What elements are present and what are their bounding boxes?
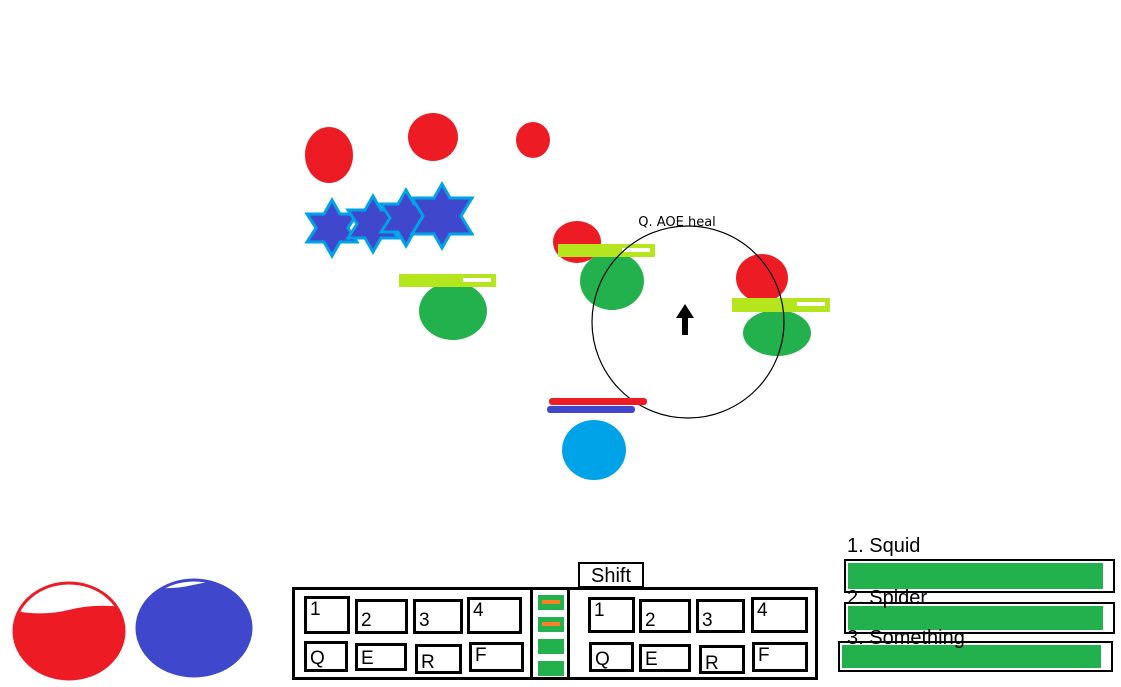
ally-health-bar xyxy=(399,274,496,287)
shift-skill-slot-4[interactable]: 4 xyxy=(751,597,808,633)
mana-orb[interactable] xyxy=(132,578,256,681)
consumable-slot[interactable] xyxy=(537,638,565,655)
consumable-marker xyxy=(542,622,560,626)
shift-skill-slot-q[interactable]: Q xyxy=(589,642,634,672)
skill-tooltip: Q. AOE heal xyxy=(638,215,716,230)
shift-skill-slot-1[interactable]: 1 xyxy=(588,597,635,633)
enemy-unit[interactable] xyxy=(516,122,550,158)
consumable-slot[interactable] xyxy=(537,660,565,677)
cursor-arrow-icon xyxy=(676,304,694,335)
ally-health-bar xyxy=(558,244,655,257)
party-member-health-bar[interactable] xyxy=(844,559,1115,593)
ally-unit[interactable] xyxy=(580,252,644,310)
party-frames: 1. Squid 2. Spider 3. Something xyxy=(836,534,1118,684)
player-mana-bar xyxy=(547,406,635,413)
player-health-bar xyxy=(549,398,647,405)
ally-unit[interactable] xyxy=(419,282,487,340)
shift-skill-slot-f[interactable]: F xyxy=(752,642,808,672)
enemy-unit[interactable] xyxy=(305,127,353,183)
party-member-health-bar[interactable] xyxy=(844,602,1115,634)
player-unit[interactable] xyxy=(562,420,626,480)
resource-orbs xyxy=(10,578,256,684)
consumable-column xyxy=(530,587,570,680)
skill-slot-e[interactable]: E xyxy=(355,643,407,671)
enemy-unit[interactable] xyxy=(408,113,458,161)
ally-health-bar-gap xyxy=(797,302,825,306)
shift-skill-slot-r[interactable]: R xyxy=(699,645,745,674)
modifier-key-label: Shift xyxy=(590,565,632,587)
party-member-name: 1. Squid xyxy=(847,535,921,557)
skill-slot-3[interactable]: 3 xyxy=(413,599,463,634)
skill-slot-1[interactable]: 1 xyxy=(304,596,350,634)
ally-health-bar xyxy=(732,298,830,312)
star-icon xyxy=(304,196,360,260)
skill-slot-2[interactable]: 2 xyxy=(355,599,408,634)
enemy-unit[interactable] xyxy=(736,254,788,302)
party-member-name: 2. Spider xyxy=(847,587,928,609)
action-bar: 1 2 3 4 Q E R F 1 2 3 4 Q E R F xyxy=(292,587,818,680)
game-world: Q. AOE heal xyxy=(304,113,830,480)
ally-health-bar-gap xyxy=(463,278,491,282)
skill-slot-r[interactable]: R xyxy=(415,644,462,674)
ally-health-bar-gap xyxy=(622,248,650,252)
party-member-name: 3. Something xyxy=(847,627,965,649)
shift-skill-slot-2[interactable]: 2 xyxy=(639,599,691,633)
skill-slot-q[interactable]: Q xyxy=(304,641,348,672)
health-orb[interactable] xyxy=(10,581,129,684)
skill-slot-4[interactable]: 4 xyxy=(467,597,522,634)
consumable-slot[interactable] xyxy=(537,616,565,633)
party-member-health-bar[interactable] xyxy=(838,641,1113,672)
aoe-target-circle[interactable] xyxy=(591,225,785,419)
shift-skill-slot-3[interactable]: 3 xyxy=(696,599,745,633)
consumable-slot[interactable] xyxy=(537,594,565,611)
modifier-key-label-box: Shift xyxy=(578,562,644,588)
shift-skill-slot-e[interactable]: E xyxy=(639,644,691,672)
consumable-marker xyxy=(542,600,560,604)
skill-slot-f[interactable]: F xyxy=(469,642,524,672)
star-icon xyxy=(409,180,475,252)
ally-unit[interactable] xyxy=(743,310,811,356)
star-cluster[interactable] xyxy=(304,180,475,260)
